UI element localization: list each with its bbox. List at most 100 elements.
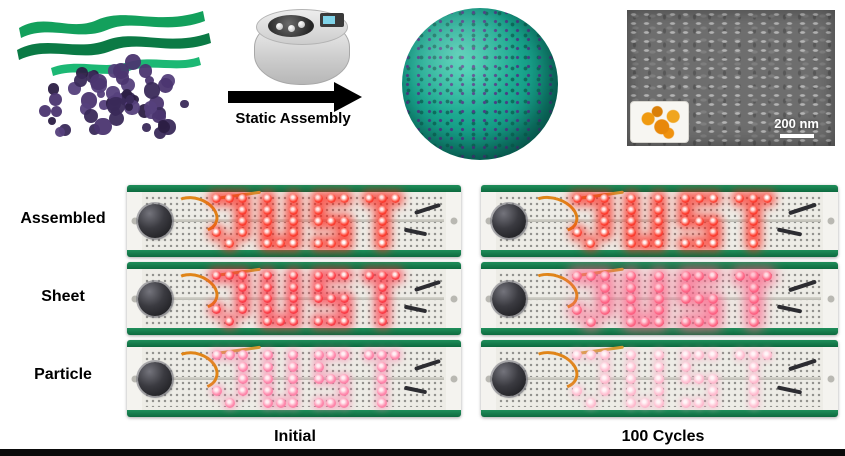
breadboard-photo-assembled-100cycles (481, 185, 838, 257)
led-sheet-100cycles (626, 316, 637, 327)
led-sheet-100cycles (585, 271, 596, 282)
led-assembled-100cycles (654, 239, 664, 248)
led-particle-initial (377, 373, 388, 384)
led-particle-100cycles (748, 350, 759, 360)
led-sheet-initial (263, 282, 273, 292)
nanoparticle-dot (99, 100, 109, 110)
led-particle-100cycles (734, 350, 745, 360)
breadboard-end-tab (127, 192, 142, 250)
led-sheet-initial (263, 316, 273, 326)
led-assembled-100cycles (749, 194, 759, 204)
nanoparticle-dot (180, 100, 189, 109)
led-assembled-100cycles (572, 227, 582, 237)
led-particle-initial (262, 350, 273, 360)
nanoparticle-dot (129, 94, 140, 104)
pcb-edge-top (481, 340, 838, 347)
led-assembled-100cycles (708, 216, 718, 226)
led-particle-100cycles (708, 373, 719, 384)
led-particle-initial (364, 350, 375, 360)
led-sheet-100cycles (653, 316, 664, 327)
pcb-edge-bottom (127, 410, 461, 417)
led-sheet-initial (377, 271, 387, 281)
led-assembled-100cycles (600, 216, 610, 226)
led-particle-initial (313, 361, 324, 372)
led-particle-100cycles (572, 350, 583, 360)
pcb-edge-top (127, 262, 461, 269)
led-particle-initial (288, 361, 299, 372)
milling-ball (276, 23, 283, 30)
led-particle-100cycles (626, 397, 637, 408)
led-particle-initial (275, 397, 286, 408)
led-assembled-100cycles (694, 194, 704, 204)
led-particle-100cycles (653, 397, 664, 408)
nanoparticle-dot (138, 64, 153, 78)
led-particle-100cycles (626, 361, 637, 372)
nanoparticle-dot (90, 73, 107, 90)
led-particle-100cycles (680, 361, 691, 372)
led-assembled-100cycles (600, 227, 610, 237)
nanoparticle-dot (142, 122, 152, 132)
led-sheet-100cycles (640, 316, 651, 327)
led-particle-initial (288, 385, 299, 396)
nanoparticle-dot (48, 92, 62, 106)
pcb-edge-top (481, 262, 838, 269)
led-particle-initial (339, 397, 350, 408)
led-sheet-initial (314, 316, 323, 326)
row-label-assembled: Assembled (20, 210, 106, 227)
led-particle-100cycles (762, 350, 773, 360)
led-assembled-initial (288, 194, 298, 204)
nanoparticle-dot (74, 74, 87, 87)
led-sheet-100cycles (708, 294, 719, 305)
sem-scale-label: 200 nm (774, 116, 819, 131)
led-assembled-initial (238, 216, 248, 226)
breadboard-photo-assembled-initial (127, 185, 461, 257)
led-assembled-100cycles (600, 205, 610, 215)
led-assembled-initial (339, 194, 349, 204)
coin-cell-battery (138, 281, 172, 316)
row-label-particle: Particle (34, 366, 92, 383)
led-particle-100cycles (653, 350, 664, 360)
led-particle-100cycles (694, 397, 705, 408)
breadboard-end-tab (446, 192, 461, 250)
led-particle-initial (339, 385, 350, 396)
tab-hole (485, 295, 492, 302)
led-assembled-100cycles (640, 239, 650, 248)
led-sheet-initial (326, 294, 336, 304)
led-sheet-100cycles (748, 271, 759, 282)
led-sheet-100cycles (653, 305, 664, 316)
led-assembled-initial (377, 239, 387, 248)
led-particle-initial (377, 350, 388, 360)
led-sheet-initial (263, 305, 273, 315)
led-sheet-initial (263, 294, 273, 304)
led-sheet-initial (288, 271, 298, 281)
led-assembled-100cycles (626, 227, 636, 237)
led-particle-initial (288, 350, 299, 360)
led-assembled-100cycles (749, 205, 759, 215)
ball-mill-illustration (252, 3, 352, 89)
tab-hole (485, 375, 492, 382)
led-particle-initial (224, 350, 235, 360)
led-assembled-100cycles (749, 239, 759, 248)
led-assembled-initial (212, 194, 222, 204)
coin-cell-battery (138, 361, 172, 396)
led-sheet-100cycles (748, 282, 759, 293)
led-sheet-100cycles (599, 294, 610, 305)
led-sheet-100cycles (626, 282, 637, 293)
ball-mill-control-panel (320, 13, 344, 27)
led-assembled-initial (339, 227, 349, 237)
tab-hole (131, 375, 138, 382)
nanoparticle-dot (157, 78, 173, 94)
led-sheet-initial (288, 294, 298, 304)
led-particle-100cycles (599, 361, 610, 372)
led-assembled-initial (377, 205, 387, 215)
led-sheet-100cycles (708, 271, 719, 282)
sem-inset-image (630, 101, 689, 143)
led-assembled-initial (390, 194, 400, 204)
led-assembled-initial (339, 216, 349, 226)
led-sheet-100cycles (748, 305, 759, 316)
led-particle-100cycles (585, 350, 596, 360)
coin-cell-battery (138, 204, 172, 238)
led-sheet-initial (339, 305, 349, 315)
led-particle-initial (262, 373, 273, 384)
